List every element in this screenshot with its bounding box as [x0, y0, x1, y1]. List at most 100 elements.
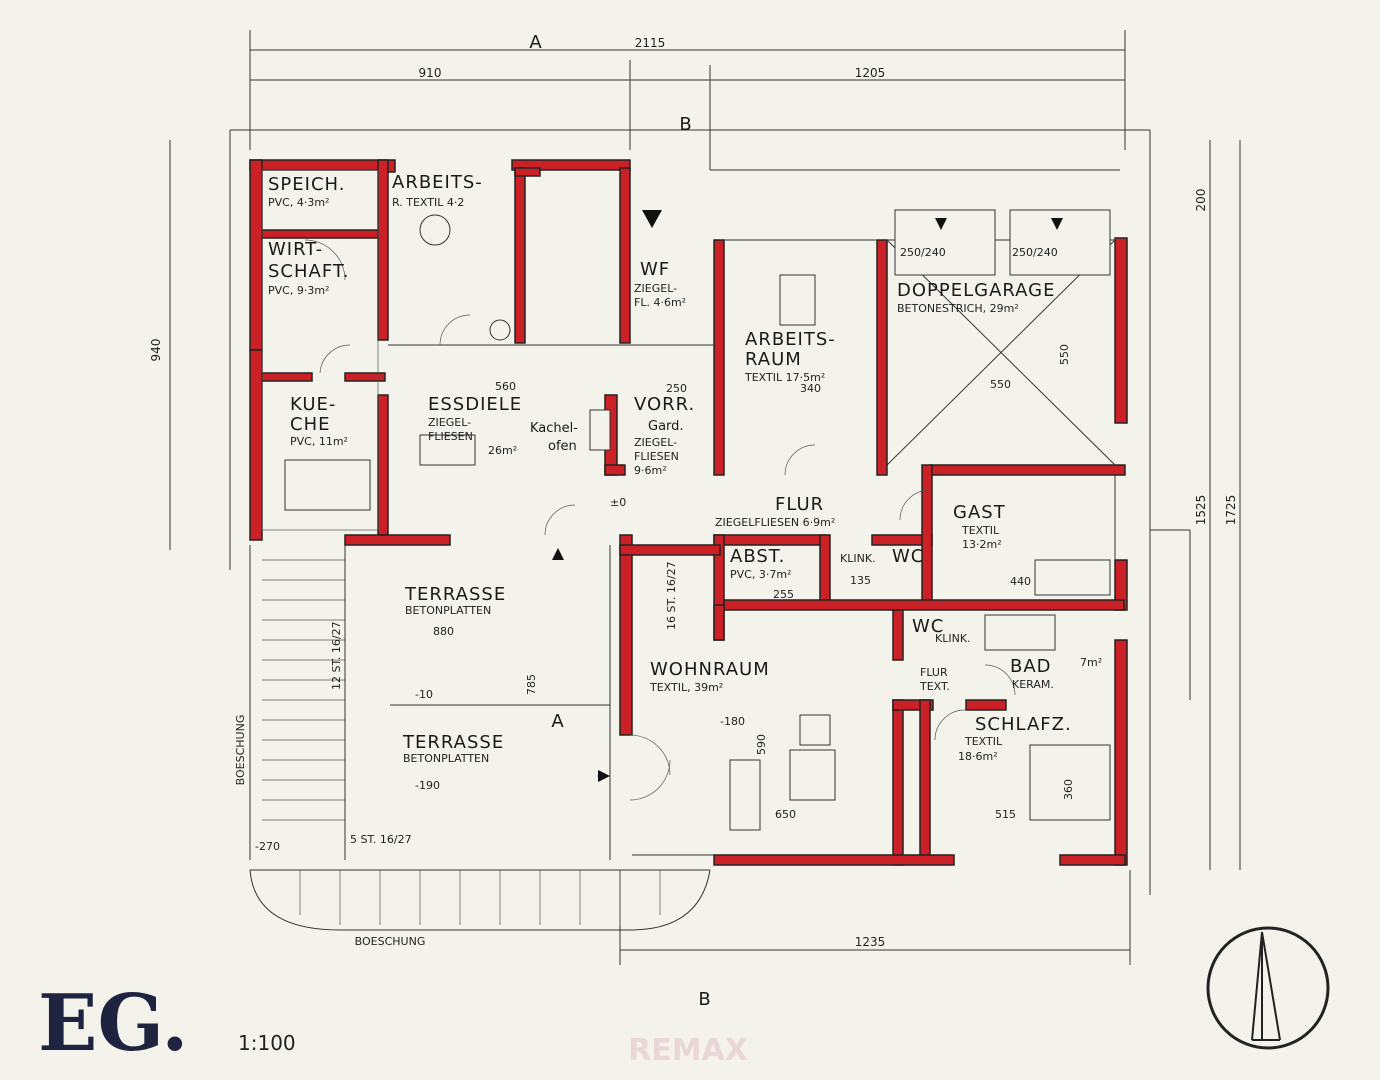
kachelofen-label-1: Kachel- — [530, 421, 578, 436]
dim-height-left: 940 — [149, 339, 163, 362]
room-sub-essdiele-1: ZIEGEL- — [428, 416, 471, 429]
room-name-bad: BAD — [1010, 656, 1052, 677]
room-sub-vorr-1: ZIEGEL- — [634, 436, 677, 449]
dim-wc: 135 — [850, 574, 871, 587]
room-name-flur-2: FLUR — [920, 666, 948, 679]
room-name-vorr: VORR. — [634, 394, 695, 415]
north-arrow-icon — [1206, 926, 1330, 1050]
room-name-kueche-1: KUE- — [290, 394, 336, 415]
dim-left-width: 910 — [419, 66, 442, 80]
room-sub-vorr-2: FLIESEN — [634, 450, 679, 463]
garage-door-1: 250/240 — [900, 246, 946, 259]
level-wohnraum: -180 — [720, 715, 745, 728]
dim-garage-width: 550 — [990, 378, 1011, 391]
floor-title: EG. — [38, 978, 188, 1069]
dim-top-right: 200 — [1194, 189, 1208, 212]
room-sub-vorr-3: 9·6m² — [634, 464, 667, 477]
room-name-wf: WF — [640, 259, 670, 280]
stairs-terrace: 12 ST. 16/27 — [330, 621, 343, 690]
section-mark-a-mid: A — [551, 711, 564, 732]
room-name-arbeits-r: ARBEITS- — [392, 172, 483, 193]
room-sub-kueche: PVC, 11m² — [290, 435, 348, 448]
scale-label: 1:100 — [238, 1031, 296, 1055]
room-sub-bad: KERAM. — [1012, 678, 1054, 691]
room-sub-essdiele-2: FLIESEN — [428, 430, 473, 443]
dim-schlafz-width: 515 — [995, 808, 1016, 821]
dim-right-width: 1205 — [855, 66, 886, 80]
dim-height-right-2: 1725 — [1224, 495, 1238, 526]
side-dimensions: 940 1525 1725 200 — [149, 140, 1241, 870]
room-dimensions: 560 550 550 880 785 650 590 515 360 340 … — [433, 344, 1075, 821]
door-swings — [304, 239, 1016, 801]
room-name-arbeitsraum-2: RAUM — [745, 349, 802, 370]
room-sub-arbeitsraum: TEXTIL 17·5m² — [744, 371, 825, 384]
dim-total-width: 2115 — [635, 36, 666, 50]
room-sub-schlafz-1: TEXTIL — [964, 735, 1003, 748]
dim-wohnraum-depth: 590 — [755, 734, 768, 755]
level-outside: -270 — [255, 840, 280, 853]
room-sub-wohnraum: TEXTIL, 39m² — [649, 681, 723, 694]
dim-vorr: 250 — [666, 382, 687, 395]
level-essdiele: ±0 — [610, 496, 626, 509]
room-name-wirtschaft-1: WIRT- — [268, 239, 323, 260]
garage-door-labels: 250/240 250/240 — [552, 210, 1063, 782]
room-sub-abst: PVC, 3·7m² — [730, 568, 791, 581]
room-sub-terrasse-1: BETONPLATTEN — [405, 604, 491, 617]
room-sub-gast-2: 13·2m² — [962, 538, 1002, 551]
stairs-outside: 5 ST. 16/27 — [350, 833, 412, 846]
room-sub-wc-2: KLINK. — [935, 632, 971, 645]
room-name-terrasse-2: TERRASSE — [402, 732, 504, 753]
room-sub-terrasse-2: BETONPLATTEN — [403, 752, 489, 765]
room-sub-wc-1: KLINK. — [840, 552, 876, 565]
dim-bottom-width: 1235 — [855, 935, 886, 949]
garage-door-2: 250/240 — [1012, 246, 1058, 259]
top-dimensions: 2115 910 1205 A B — [229, 30, 1151, 895]
room-sub-schlafz-2: 18·6m² — [958, 750, 998, 763]
room-sub-flur: ZIEGELFLIESEN 6·9m² — [715, 516, 835, 529]
dim-gast: 440 — [1010, 575, 1031, 588]
boeschung-bottom-label: BOESCHUNG — [355, 935, 426, 948]
watermark-text: REMAX — [628, 1033, 748, 1068]
level-marks: ±0 -10 -190 -180 -270 5 ST. 16/27 12 ST.… — [255, 496, 745, 853]
room-name-gast: GAST — [953, 502, 1006, 523]
dim-terrace-width: 880 — [433, 625, 454, 638]
dim-abst: 255 — [773, 588, 794, 601]
kachelofen-label-2: ofen — [548, 439, 577, 454]
room-name-essdiele: ESSDIELE — [428, 394, 522, 415]
room-name-wc-2: WC — [912, 616, 944, 637]
dim-garage-depth: 550 — [1058, 344, 1071, 365]
room-name-arbeitsraum-1: ARBEITS- — [745, 329, 836, 350]
room-name-doppelgarage: DOPPELGARAGE — [897, 280, 1056, 301]
room-sub-wf-2: FL. 4·6m² — [634, 296, 686, 309]
dim-schlafz-depth: 360 — [1062, 779, 1075, 800]
room-name-wohnraum: WOHNRAUM — [650, 659, 770, 680]
level-terrace-2: -190 — [415, 779, 440, 792]
dim-wohnraum-width: 650 — [775, 808, 796, 821]
room-name-schlafz: SCHLAFZ. — [975, 714, 1072, 735]
boeschung-side-label: BOESCHUNG — [234, 715, 247, 786]
room-name-terrasse-1: TERRASSE — [404, 584, 506, 605]
room-name-flur: FLUR — [775, 494, 824, 515]
room-name-wc-1: WC — [892, 546, 924, 567]
room-labels: SPEICH. PVC, 4·3m² ARBEITS- R. TEXTIL 4·… — [268, 172, 1102, 765]
room-sub-wf-1: ZIEGEL- — [634, 282, 677, 295]
walls — [249, 159, 1128, 866]
stairs-main: 16 ST. 16/27 — [665, 561, 678, 630]
dim-arbeitsraum: 340 — [800, 382, 821, 395]
room-sub-wirtschaft: PVC, 9·3m² — [268, 284, 329, 297]
room-sub-doppelgarage: BETONESTRICH, 29m² — [897, 302, 1019, 315]
room-sub-gast-1: TEXTIL — [961, 524, 1000, 537]
level-terrace-1: -10 — [415, 688, 433, 701]
room-sub-speich: PVC, 4·3m² — [268, 196, 329, 209]
room-sub-essdiele-3: 26m² — [488, 444, 517, 457]
section-mark-b-top: B — [679, 114, 692, 135]
interior-lines — [249, 169, 1191, 931]
room-sub-arbeits-r: R. TEXTIL 4·2 — [392, 196, 464, 209]
room-sub-flur-2: TEXT. — [919, 680, 950, 693]
room-name-abst: ABST. — [730, 546, 785, 567]
room-name-speich: SPEICH. — [268, 174, 345, 195]
room-area-bad: 7m² — [1080, 656, 1102, 669]
room-name-kueche-2: CHE — [290, 414, 330, 435]
dim-essdiele: 560 — [495, 380, 516, 393]
